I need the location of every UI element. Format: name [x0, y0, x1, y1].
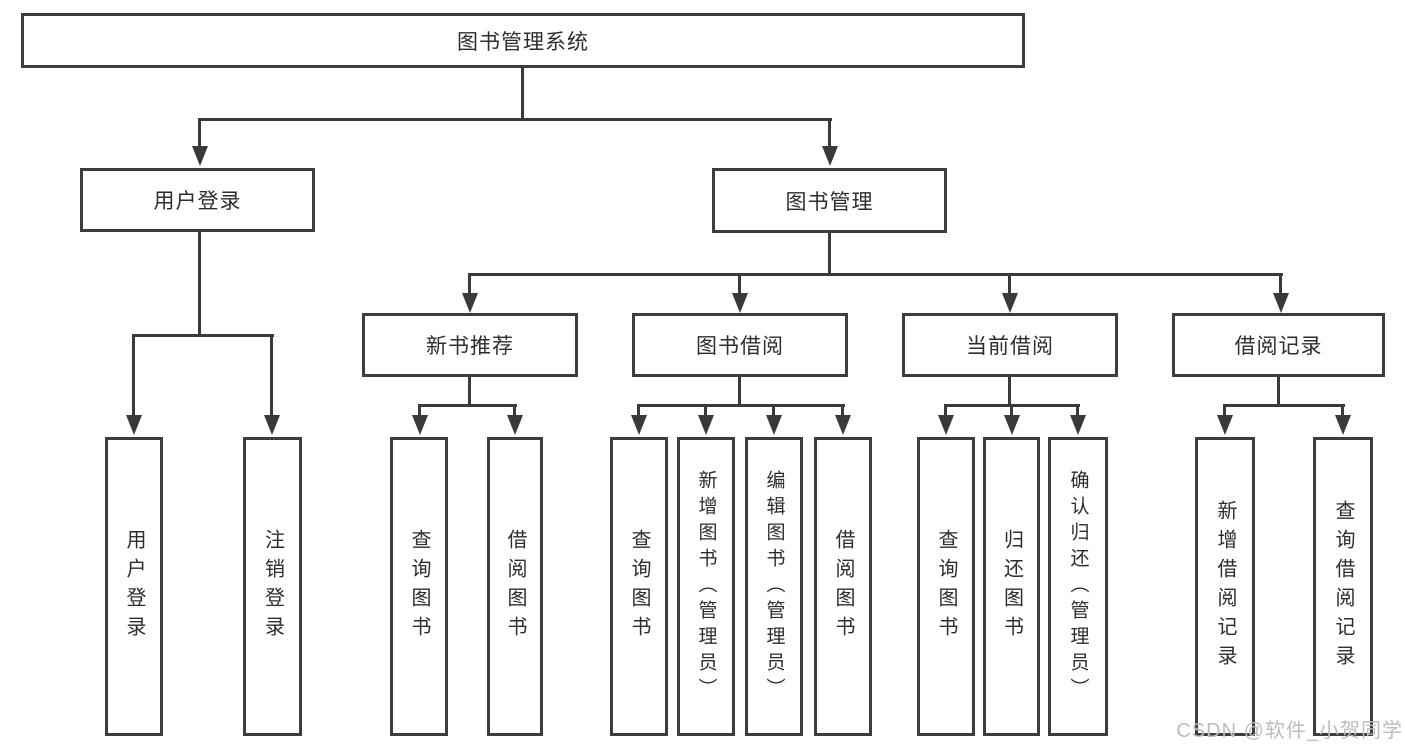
connector-segment — [637, 404, 640, 417]
connector-segment — [1008, 273, 1011, 295]
connector-segment — [198, 118, 201, 150]
leaf-borrow-books-recommend: 借阅图书 — [487, 437, 543, 736]
connector-segment — [198, 118, 832, 121]
connector-segment — [1010, 404, 1013, 417]
leaf-label: 确认归还（管理员） — [1067, 469, 1089, 704]
node-label: 用户登录 — [153, 190, 242, 213]
node-borrowing-records: 借阅记录 — [1172, 313, 1385, 377]
leaf-query-borrow-record: 查询借阅记录 — [1313, 437, 1373, 736]
connector-segment — [704, 404, 707, 417]
connector-segment — [132, 334, 135, 416]
arrowhead — [631, 415, 647, 435]
connector-segment — [637, 404, 845, 407]
arrowhead — [126, 415, 142, 435]
node-label: 图书管理 — [785, 190, 874, 214]
connector-segment — [1076, 404, 1079, 417]
connector-segment — [738, 377, 741, 407]
arrowhead — [1004, 415, 1020, 435]
connector-segment — [944, 404, 947, 417]
arrowhead — [192, 146, 208, 166]
arrowhead — [822, 146, 838, 166]
connector-segment — [468, 273, 1283, 276]
leaf-label: 借阅图书 — [504, 528, 526, 645]
connector-segment — [198, 232, 201, 337]
leaf-query-books-borrowing: 查询图书 — [610, 437, 668, 736]
connector-segment — [418, 404, 517, 407]
arrowhead — [698, 415, 714, 435]
connector-segment — [738, 273, 741, 295]
leaf-label: 查询图书 — [408, 528, 430, 645]
connector-segment — [828, 118, 831, 150]
leaf-query-books-current: 查询图书 — [917, 437, 975, 736]
leaf-label: 查询借阅记录 — [1332, 499, 1354, 674]
node-label: 图书借阅 — [696, 335, 784, 358]
connector-segment — [772, 404, 775, 417]
node-user-login: 用户登录 — [80, 168, 315, 232]
leaf-label: 归还图书 — [1000, 528, 1023, 645]
connector-segment — [1008, 377, 1011, 407]
arrowhead — [835, 415, 851, 435]
node-root-system: 图书管理系统 — [21, 13, 1025, 68]
csdn-watermark: CSDN @软件_小贺同学 — [1176, 720, 1403, 742]
node-label: 新书推荐 — [426, 335, 514, 358]
arrowhead — [766, 415, 782, 435]
arrowhead — [412, 415, 428, 435]
connector-segment — [1223, 404, 1345, 407]
node-label: 当前借阅 — [966, 335, 1054, 358]
connector-segment — [1279, 273, 1282, 295]
node-label: 借阅记录 — [1234, 335, 1323, 358]
arrowhead — [264, 415, 280, 435]
leaf-return-books: 归还图书 — [983, 437, 1040, 736]
arrowhead — [732, 293, 748, 313]
connector-segment — [1341, 404, 1344, 417]
leaf-label: 新增借阅记录 — [1214, 499, 1236, 674]
leaf-add-books-admin: 新增图书（管理员） — [677, 437, 735, 736]
leaf-logout: 注销登录 — [243, 437, 302, 736]
connector-segment — [1277, 377, 1280, 407]
arrowhead — [507, 415, 523, 435]
arrowhead — [1002, 293, 1018, 313]
connector-segment — [468, 273, 471, 295]
connector-segment — [468, 377, 471, 407]
arrowhead — [1273, 293, 1289, 313]
connector-segment — [828, 233, 831, 276]
arrowhead — [1217, 415, 1233, 435]
arrowhead — [1335, 415, 1351, 435]
leaf-user-login: 用户登录 — [105, 437, 163, 736]
connector-segment — [841, 404, 844, 417]
leaf-edit-books-admin: 编辑图书（管理员） — [745, 437, 803, 736]
node-new-book-recommend: 新书推荐 — [362, 313, 578, 377]
connector-segment — [521, 68, 524, 121]
leaf-label: 注销登录 — [261, 528, 284, 645]
leaf-label: 编辑图书（管理员） — [763, 469, 785, 704]
leaf-label: 查询图书 — [628, 528, 650, 645]
connector-segment — [132, 334, 274, 337]
node-book-management: 图书管理 — [712, 168, 947, 233]
node-current-borrowing: 当前借阅 — [902, 313, 1118, 377]
node-label: 图书管理系统 — [457, 30, 589, 54]
arrowhead — [938, 415, 954, 435]
connector-segment — [418, 404, 421, 417]
leaf-label: 新增图书（管理员） — [695, 469, 717, 704]
arrowhead — [462, 293, 478, 313]
leaf-label: 查询图书 — [935, 528, 957, 645]
leaf-query-books-recommend: 查询图书 — [390, 437, 448, 736]
leaf-label: 借阅图书 — [832, 528, 854, 645]
connector-segment — [270, 334, 273, 416]
leaf-label: 用户登录 — [123, 528, 145, 645]
connector-segment — [1223, 404, 1226, 417]
leaf-add-borrow-record: 新增借阅记录 — [1195, 437, 1255, 736]
node-book-borrowing: 图书借阅 — [632, 313, 848, 377]
leaf-confirm-return-admin: 确认归还（管理员） — [1048, 437, 1108, 736]
connector-segment — [513, 404, 516, 417]
leaf-borrow-books-borrowing: 借阅图书 — [814, 437, 872, 736]
arrowhead — [1070, 415, 1086, 435]
